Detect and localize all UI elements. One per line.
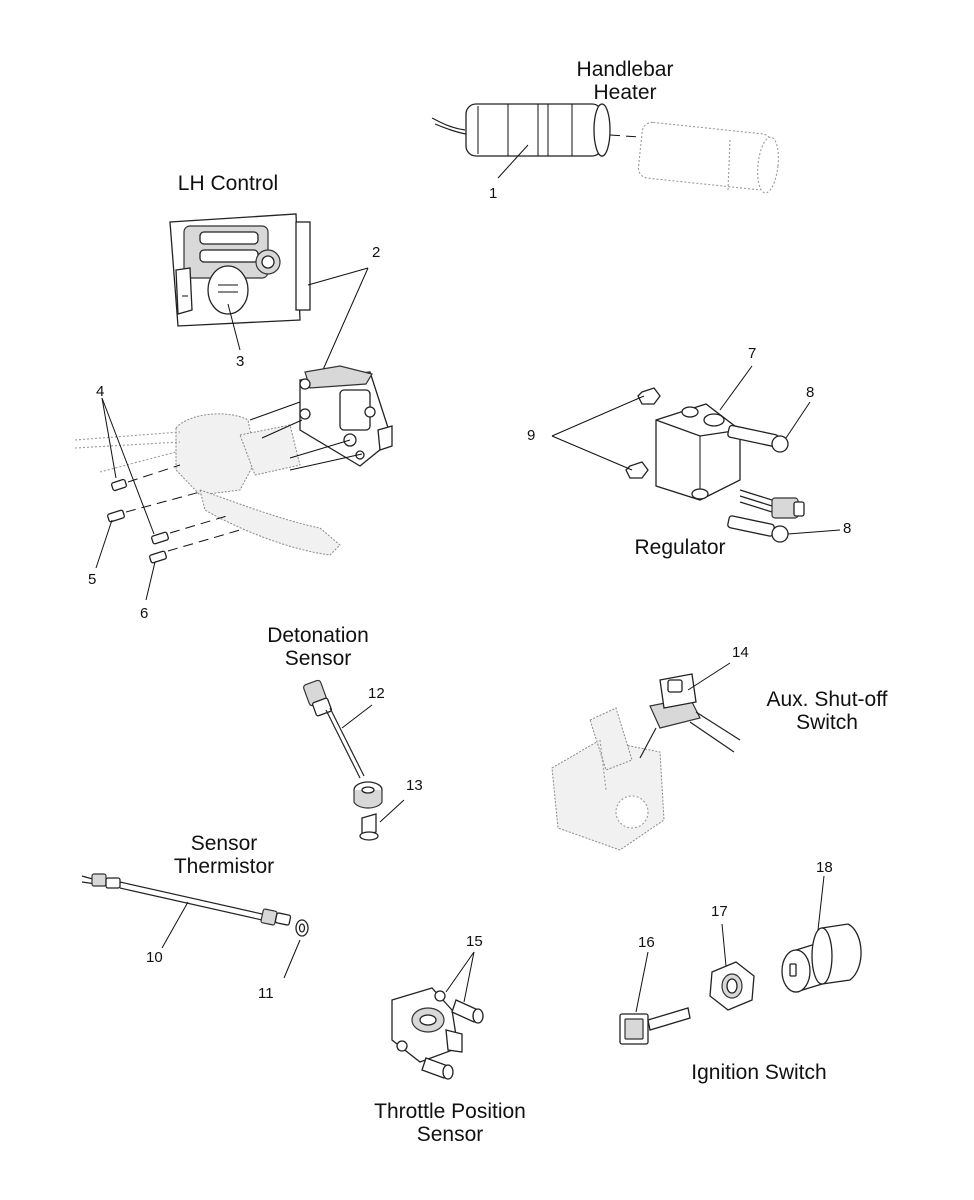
leader-2a [307, 267, 369, 286]
label-line: Sensor [190, 832, 258, 855]
ignition-nut-17 [709, 961, 755, 1011]
leader-18 [817, 875, 825, 931]
leader-17 [721, 923, 727, 967]
callout-8b: 8 [843, 520, 852, 537]
callout-5: 5 [88, 571, 97, 588]
thermistor-washer-11 [295, 919, 309, 937]
label-line: Detonation [267, 624, 369, 647]
callout-1: 1 [489, 185, 498, 202]
label-line: Throttle Position [374, 1100, 526, 1123]
leader-3 [227, 303, 241, 351]
lh-control-label: LH Control [148, 172, 308, 195]
callout-13: 13 [406, 777, 423, 794]
leader-10 [161, 901, 189, 949]
leader-1 [497, 144, 529, 179]
handlebar-grip-ghost [637, 121, 779, 194]
label-line: Regulator [634, 536, 726, 559]
detonation-sensor-part [303, 679, 383, 809]
screw-5 [107, 491, 201, 523]
ignition-switch-label: Ignition Switch [664, 1061, 854, 1084]
callout-14: 14 [732, 644, 749, 661]
aux-shutoff-switch-label: Aux. Shut-off Switch [742, 688, 912, 734]
regulator-label: Regulator [600, 536, 760, 559]
callout-2: 2 [372, 244, 381, 261]
handlebar-heater-part [431, 103, 641, 157]
handlebar-heater-label: Handlebar Heater [545, 58, 705, 104]
screw-4b [151, 514, 231, 545]
leader-5 [95, 519, 113, 569]
label-line: Switch [796, 711, 858, 734]
leader-4b [101, 397, 155, 535]
leader-7 [719, 365, 753, 411]
leader-13 [379, 799, 405, 823]
callout-11: 11 [258, 985, 274, 1002]
leader-6 [145, 561, 156, 601]
sensor-thermistor-label: Sensor Thermistor [144, 832, 304, 878]
callout-8a: 8 [806, 384, 815, 401]
ignition-key-16 [619, 1007, 691, 1045]
leader-2b [321, 267, 369, 373]
leader-9b [551, 435, 633, 471]
screw-6 [149, 529, 241, 564]
callout-6: 6 [140, 605, 149, 622]
detonation-bolt-13 [359, 813, 379, 841]
lh-control-assembly [169, 213, 311, 327]
callout-4: 4 [96, 383, 105, 400]
leader-12 [341, 704, 373, 729]
aux-housing-ghost [551, 707, 665, 851]
label-line: Ignition Switch [691, 1061, 827, 1084]
label-line: Thermistor [173, 855, 275, 878]
tps-part [391, 987, 463, 1063]
label-line: Handlebar [576, 58, 674, 81]
leader-11 [283, 939, 301, 979]
regulator-bolts [625, 387, 789, 543]
leader-8a [785, 401, 811, 439]
callout-3: 3 [236, 353, 245, 370]
label-line: Sensor [416, 1123, 484, 1146]
callout-10: 10 [146, 949, 163, 966]
label-line: Aux. Shut-off [766, 688, 888, 711]
lh-control-housing-ghost [74, 413, 341, 556]
callout-16: 16 [638, 934, 655, 951]
leader-8b [787, 529, 841, 535]
callout-7: 7 [748, 345, 757, 362]
aux-shutoff-switch-part [639, 673, 741, 759]
regulator-part [655, 403, 805, 519]
leader-15a [445, 951, 475, 993]
callout-17: 17 [711, 903, 728, 920]
callout-18: 18 [816, 859, 833, 876]
leader-16 [635, 951, 649, 1013]
ignition-switch-body-18 [781, 923, 862, 993]
label-line: Sensor [284, 647, 352, 670]
screw-4a [110, 464, 181, 492]
leader-9a [551, 395, 645, 437]
callout-9: 9 [527, 427, 536, 444]
label-line: Heater [593, 81, 657, 104]
thermistor-part [81, 873, 292, 926]
leader-15b [463, 951, 475, 1003]
tps-screws-15 [421, 999, 484, 1080]
leader-4a [101, 397, 117, 479]
detonation-sensor-label: Detonation Sensor [238, 624, 398, 670]
lh-control-switch-module [299, 365, 393, 467]
callout-15: 15 [466, 933, 483, 950]
throttle-position-sensor-label: Throttle Position Sensor [350, 1100, 550, 1146]
label-line: LH Control [177, 172, 279, 195]
callout-12: 12 [368, 685, 385, 702]
leader-14 [687, 662, 731, 691]
